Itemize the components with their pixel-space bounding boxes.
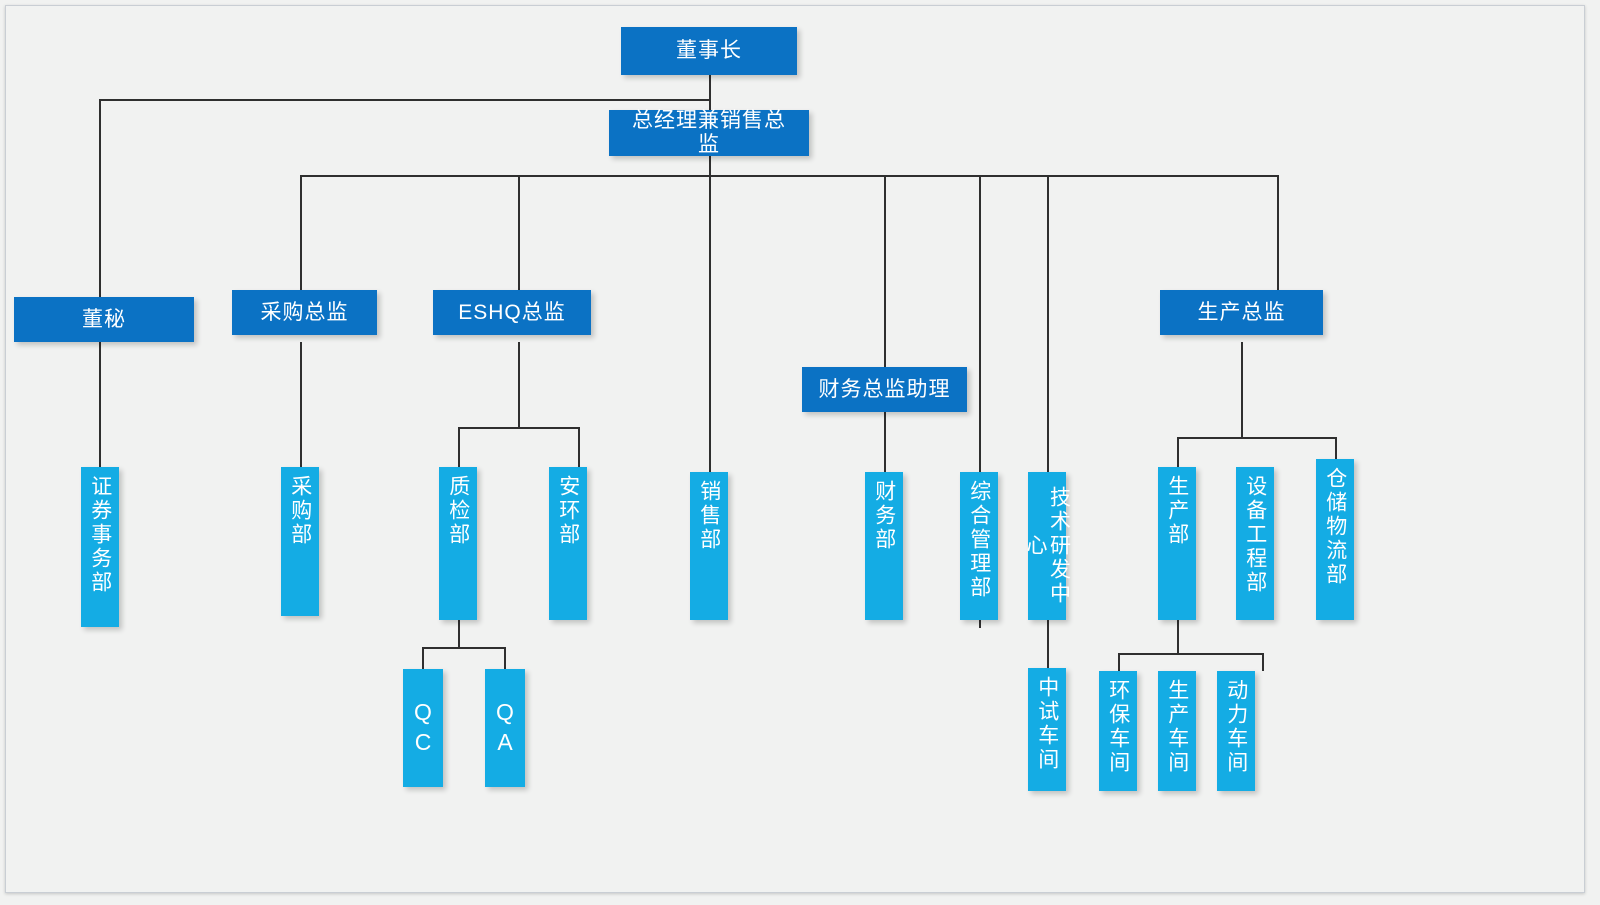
- node-qc[interactable]: Q C: [403, 669, 443, 787]
- connector-branch-eshq: [518, 175, 520, 297]
- node-purchasing-director[interactable]: 采购总监: [232, 290, 377, 335]
- connector-to-warehouse: [1335, 437, 1337, 467]
- node-sales-dept-label: 销售部: [697, 480, 721, 552]
- node-finance-assistant-label: 财务总监助理: [818, 377, 951, 401]
- node-qa-letter-2: A: [497, 729, 513, 755]
- connector-to-power-workshop: [1262, 653, 1264, 671]
- connector-branch-purchasing: [300, 175, 302, 297]
- connector-purchasing-to-dept: [300, 342, 302, 467]
- connector-production-bus: [1177, 437, 1337, 439]
- connector-production-down: [1241, 342, 1243, 438]
- connector-branch-sales: [709, 175, 711, 472]
- node-chairman[interactable]: 董事长: [621, 27, 797, 75]
- node-production-director-label: 生产总监: [1197, 300, 1286, 324]
- node-admin-dept[interactable]: 综合管理部: [960, 472, 998, 620]
- node-qc-letter-2: C: [414, 729, 432, 755]
- node-general-manager-label: 总经理兼销售总监: [632, 109, 786, 156]
- connector-branch-admin: [979, 175, 981, 472]
- node-general-manager[interactable]: 总经理兼销售总监: [609, 109, 809, 156]
- node-qa-letter-1: Q: [496, 699, 514, 726]
- connector-qcdept-down: [458, 620, 460, 648]
- node-env-workshop[interactable]: 环保车间: [1099, 671, 1137, 791]
- connector-eshq-to-qc-dept: [458, 427, 460, 467]
- connector-eshq-to-safety: [578, 427, 580, 467]
- node-eshq-director-label: ESHQ总监: [458, 300, 566, 324]
- node-chairman-label: 董事长: [676, 39, 742, 63]
- node-env-workshop-label: 环保车间: [1106, 679, 1130, 775]
- node-securities-dept-label: 证券事务部: [88, 475, 112, 595]
- node-admin-dept-label: 综合管理部: [967, 480, 991, 600]
- node-qc-dept-label: 质检部: [446, 475, 470, 547]
- node-power-workshop-label: 动力车间: [1224, 679, 1248, 775]
- connector-to-production-dept: [1177, 437, 1179, 467]
- node-prod-workshop-label: 生产车间: [1165, 679, 1189, 775]
- node-qa[interactable]: Q A: [485, 669, 525, 787]
- node-finance-dept-label: 财务部: [872, 480, 896, 552]
- connector-qcdept-bus: [422, 647, 506, 649]
- connector-workshop-bus: [1118, 653, 1264, 655]
- connector-to-env-workshop: [1118, 653, 1120, 671]
- node-sales-dept[interactable]: 销售部: [690, 472, 728, 620]
- node-qc-dept[interactable]: 质检部: [439, 467, 477, 620]
- node-rnd-center[interactable]: 技术研发中心: [1024, 472, 1071, 620]
- node-finance-dept[interactable]: 财务部: [865, 472, 903, 620]
- connector-branch-finance-asst: [884, 175, 886, 367]
- node-production-dept-label: 生产部: [1165, 475, 1189, 547]
- node-power-workshop[interactable]: 动力车间: [1217, 671, 1255, 791]
- connector-branch-rnd: [1047, 175, 1049, 472]
- node-eshq-director[interactable]: ESHQ总监: [433, 290, 591, 335]
- node-purchasing-director-label: 采购总监: [260, 300, 349, 324]
- node-safety-env-dept-label: 安环部: [556, 475, 580, 547]
- node-production-director[interactable]: 生产总监: [1160, 290, 1323, 335]
- node-rnd-center-label: 技术研发中心: [1024, 486, 1071, 606]
- node-warehouse-dept-label: 仓储物流部: [1323, 467, 1347, 587]
- connector-eshq-bus: [458, 427, 580, 429]
- node-pilot-workshop-label: 中试车间: [1035, 676, 1059, 772]
- connector-admin-stub: [979, 620, 981, 628]
- node-board-secretary[interactable]: 董秘: [14, 297, 194, 342]
- node-pilot-workshop[interactable]: 中试车间: [1028, 668, 1066, 791]
- connector-chairman-bus: [99, 99, 711, 101]
- connector-proddept-down: [1177, 620, 1179, 654]
- node-purchasing-dept-label: 采购部: [288, 475, 312, 547]
- connector-gm-bus: [300, 175, 1278, 177]
- node-purchasing-dept[interactable]: 采购部: [281, 467, 319, 616]
- node-warehouse-dept[interactable]: 仓储物流部: [1316, 459, 1354, 620]
- connector-chairman-down: [709, 75, 711, 113]
- node-safety-env-dept[interactable]: 安环部: [549, 467, 587, 620]
- connector-board-secretary-drop: [99, 99, 101, 477]
- node-finance-assistant[interactable]: 财务总监助理: [802, 367, 967, 412]
- node-securities-dept[interactable]: 证券事务部: [81, 467, 119, 627]
- node-board-secretary-label: 董秘: [82, 307, 126, 331]
- connector-to-qa: [504, 647, 506, 669]
- connector-finance-asst-to-dept: [884, 412, 886, 472]
- connector-branch-production: [1277, 175, 1279, 290]
- connector-to-qc: [422, 647, 424, 669]
- node-equipment-dept[interactable]: 设备工程部: [1236, 467, 1274, 620]
- node-qc-letter-1: Q: [414, 699, 432, 726]
- connector-rnd-to-pilot: [1047, 620, 1049, 668]
- node-production-dept[interactable]: 生产部: [1158, 467, 1196, 620]
- connector-gm-down: [709, 156, 711, 176]
- node-equipment-dept-label: 设备工程部: [1243, 475, 1267, 595]
- connector-eshq-down: [518, 342, 520, 428]
- node-prod-workshop[interactable]: 生产车间: [1158, 671, 1196, 791]
